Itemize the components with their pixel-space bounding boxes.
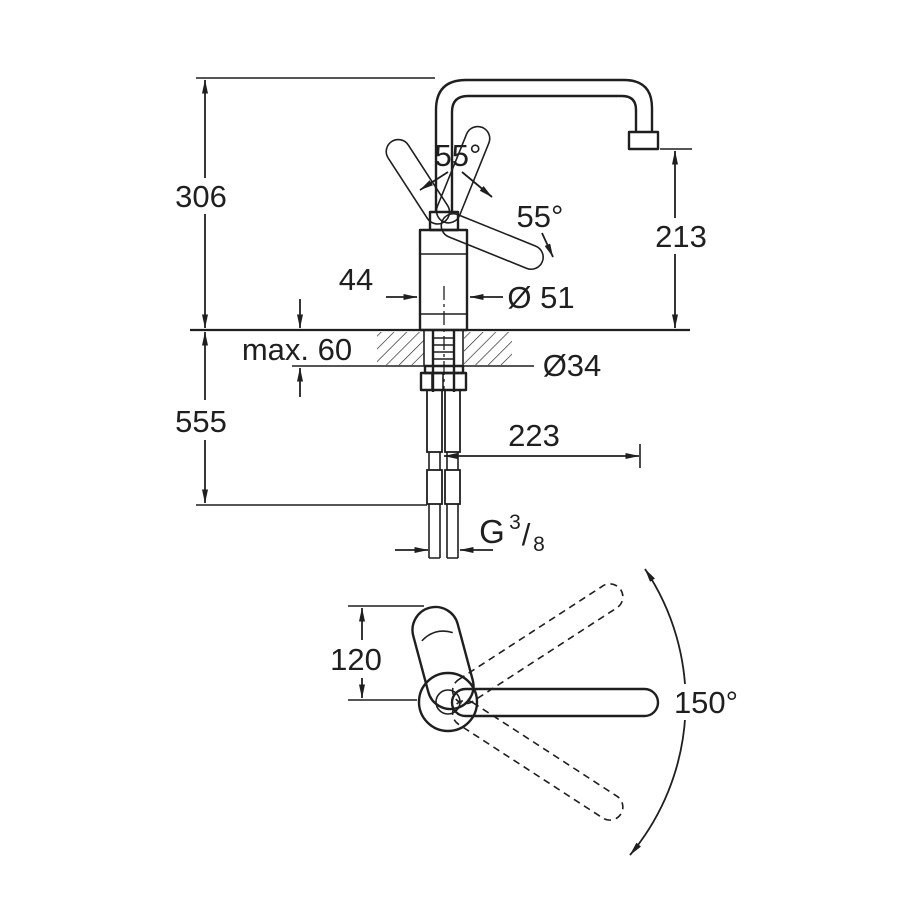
dim-120-label: 120 (330, 642, 382, 677)
angle-55b-leader (541, 232, 554, 258)
labels-front: 306 555 213 55° 55° 44 Ø 51 max. 60 Ø34 … (175, 138, 707, 556)
extension-lines (196, 77, 692, 506)
handle-plan-outline (411, 605, 475, 711)
spout-arm-ghost-down (451, 699, 624, 821)
thread-denominator-label: 8 (533, 533, 545, 556)
hose-braid-right-lower (444, 469, 461, 505)
max-60-label: max. 60 (242, 332, 352, 367)
lever-ghost-up-right (435, 125, 491, 224)
dim-44-label: 44 (339, 262, 373, 297)
thread-slash-label: / (522, 517, 531, 552)
angle-150-label: 150° (674, 685, 738, 720)
hose-braid-right-upper (444, 389, 461, 453)
hatch-left (377, 332, 424, 365)
mounting-parts (419, 286, 468, 559)
angle-55a-leader2 (461, 171, 493, 198)
spout-arm-plan (450, 687, 660, 718)
top-view-outline (411, 583, 660, 821)
spout-arm-ghost-up (451, 583, 624, 705)
lever-ghost-down-right (440, 212, 544, 271)
thread-g-label: G (479, 513, 505, 550)
dia-34-label: Ø34 (543, 348, 602, 383)
angle-55a-label: 55° (435, 138, 482, 173)
hose-tubes-mid (428, 452, 459, 470)
dia-51-label: Ø 51 (507, 280, 574, 315)
hatch-right (464, 332, 512, 365)
labels-top: 120 150° (330, 642, 747, 720)
angle-55a-leader (419, 171, 449, 191)
handle-plan (411, 605, 475, 711)
angle-150-label-bg (665, 684, 747, 720)
hose-braid-left-lower (426, 469, 443, 505)
handle-plan-detail (421, 630, 453, 642)
spout-outer (434, 78, 654, 212)
spout-outlet (627, 130, 660, 151)
dimension-lines-front (202, 79, 678, 553)
angle-55b-label: 55° (517, 199, 564, 234)
spout-inner (450, 94, 638, 212)
hose-braid-left-upper (426, 389, 443, 453)
hose-tubes-lower (428, 504, 459, 558)
dim-555-label: 555 (175, 404, 227, 439)
dimension-lines-top (348, 568, 687, 856)
dim-306-label: 306 (175, 179, 227, 214)
faucet-outline (385, 78, 660, 332)
dim-223-label: 223 (508, 418, 560, 453)
body-plan-circle (417, 671, 479, 733)
thread-numerator-label: 3 (509, 511, 521, 534)
dim-213-label: 213 (655, 219, 707, 254)
top-view: 120 150° (330, 568, 747, 856)
nut-facets (431, 373, 455, 390)
front-view: 306 555 213 55° 55° 44 Ø 51 max. 60 Ø34 … (175, 77, 707, 559)
